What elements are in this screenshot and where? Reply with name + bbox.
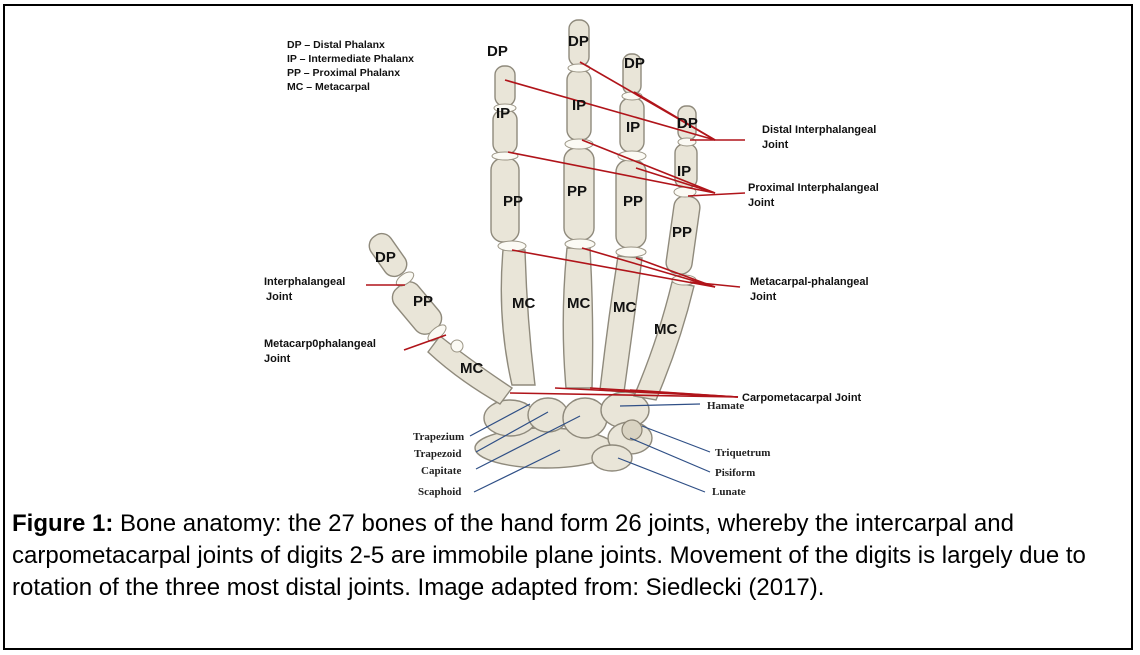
label-pp-index: PP (503, 193, 523, 210)
middle-mcp-joint (565, 239, 595, 249)
label-thumb-ip-line2: Joint (266, 291, 293, 303)
index-distal-phalanx (495, 66, 515, 106)
ring-metacarpal (600, 256, 642, 392)
label-capitate: Capitate (421, 465, 461, 477)
label-mcp-joint-line1: Metacarpal-phalangeal (750, 276, 869, 288)
carpal-capitate-bone (563, 398, 607, 438)
carpal-lunate-bone (592, 445, 632, 471)
label-mc-little: MC (654, 321, 677, 338)
carpal-trapezoid-bone (528, 398, 568, 432)
label-ip-ring: IP (626, 119, 640, 136)
label-pp-thumb: PP (413, 293, 433, 310)
label-pp-ring: PP (623, 193, 643, 210)
label-mcp-joint-line2: Joint (750, 291, 777, 303)
label-dp-index: DP (487, 43, 508, 60)
figure-caption: Figure 1: Bone anatomy: the 27 bones of … (12, 508, 1122, 604)
label-thumb-mcp-line1: Metacarp0phalangeal (264, 338, 376, 350)
index-metacarpal (501, 250, 535, 385)
label-dp-little: DP (677, 115, 698, 132)
legend-dp: DP – Distal Phalanx (287, 39, 385, 51)
label-triquetrum: Triquetrum (715, 447, 770, 459)
index-mcp-joint (498, 241, 526, 251)
label-pip-joint-line2: Joint (748, 197, 775, 209)
label-thumb-ip-line1: Interphalangeal (264, 276, 345, 288)
caption-title: Figure 1: (12, 510, 113, 537)
label-pisiform: Pisiform (715, 467, 755, 479)
mcp-leader-middle (582, 248, 715, 287)
label-ip-little: IP (677, 163, 691, 180)
legend-mc: MC – Metacarpal (287, 81, 370, 93)
middle-metacarpal (563, 248, 592, 388)
label-pp-little: PP (672, 224, 692, 241)
label-mc-thumb: MC (460, 360, 483, 377)
carpal-pisiform-bone (622, 420, 642, 440)
label-thumb-mcp-line2: Joint (264, 353, 291, 365)
label-dp-ring: DP (624, 55, 645, 72)
label-trapezium: Trapezium (413, 431, 464, 443)
pip-leader-little (688, 193, 745, 196)
thumb-sesamoid (451, 340, 463, 352)
label-pip-joint-line1: Proximal Interphalangeal (748, 182, 879, 194)
label-scaphoid: Scaphoid (418, 486, 461, 498)
label-mc-middle: MC (567, 295, 590, 312)
label-mc-ring: MC (613, 299, 636, 316)
label-hamate: Hamate (707, 400, 744, 412)
legend-ip: IP – Intermediate Phalanx (287, 53, 414, 65)
label-pp-middle: PP (567, 183, 587, 200)
label-cmc-joint: Carpometacarpal Joint (742, 392, 862, 404)
label-dp-thumb: DP (375, 249, 396, 266)
abbreviation-legend: DP – Distal Phalanx IP – Intermediate Ph… (287, 39, 414, 93)
ring-mcp-joint (616, 247, 646, 257)
lunate-leader (618, 458, 705, 492)
dip-leader-ring (634, 92, 715, 140)
little-metacarpal (634, 282, 694, 400)
label-trapezoid: Trapezoid (414, 448, 461, 460)
hand-bone-diagram: DP – Distal Phalanx IP – Intermediate Ph… (0, 0, 1140, 505)
middle-pip-joint (565, 139, 593, 149)
label-dip-joint-line1: Distal Interphalangeal (762, 124, 876, 136)
caption-text: Bone anatomy: the 27 bones of the hand f… (12, 510, 1086, 601)
label-mc-index: MC (512, 295, 535, 312)
label-ip-index: IP (496, 105, 510, 122)
label-lunate: Lunate (712, 486, 746, 498)
label-dp-middle: DP (568, 33, 589, 50)
legend-pp: PP – Proximal Phalanx (287, 67, 400, 79)
label-ip-middle: IP (572, 97, 586, 114)
label-dip-joint-line2: Joint (762, 139, 789, 151)
